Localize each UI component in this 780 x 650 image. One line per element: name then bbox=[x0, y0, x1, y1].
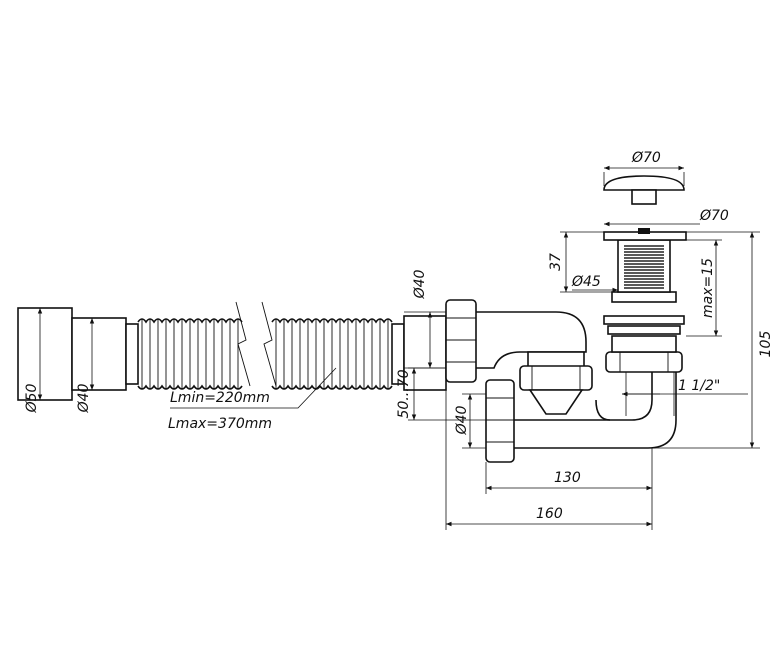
hose-end-cap bbox=[17, 307, 73, 401]
drain-nut bbox=[605, 351, 683, 373]
drain-housing bbox=[617, 239, 671, 293]
label-outlet-height-range: 50...70 bbox=[396, 369, 412, 418]
drain-ring bbox=[611, 291, 677, 303]
flange-ring-1 bbox=[603, 315, 685, 325]
trap-cone bbox=[528, 389, 584, 415]
label-top-cap-diameter: Ø70 bbox=[631, 150, 661, 166]
label-max-adjust: max=15 bbox=[700, 258, 716, 318]
drain-body bbox=[611, 335, 677, 353]
label-width-130: 130 bbox=[554, 470, 581, 486]
hose-nut bbox=[445, 299, 477, 383]
label-length-max: Lmax=370mm bbox=[168, 416, 272, 432]
dimension-labels: Ø70 Ø70 Ø45 1 1/2" 130 160 Lmin=220mm Lm… bbox=[24, 150, 774, 522]
label-body-diameter: Ø45 bbox=[571, 274, 601, 290]
label-flange-diameter: Ø70 bbox=[699, 208, 729, 224]
label-hose-end-outer: Ø50 bbox=[24, 383, 40, 413]
siphon-body bbox=[445, 175, 687, 463]
label-width-160: 160 bbox=[536, 506, 563, 522]
label-hose-end-inner: Ø40 bbox=[76, 383, 92, 413]
dimensions bbox=[37, 165, 760, 530]
outlet-nut bbox=[485, 379, 515, 463]
drain-stem bbox=[638, 228, 650, 234]
hose-collar bbox=[125, 323, 139, 385]
flexible-hose bbox=[17, 301, 447, 401]
break-line-right bbox=[261, 301, 277, 387]
trap-nut bbox=[519, 365, 593, 391]
label-total-height: 105 bbox=[758, 331, 774, 358]
label-length-min: Lmin=220mm bbox=[170, 390, 270, 406]
break-line-left bbox=[235, 301, 251, 387]
drain-cap bbox=[603, 175, 685, 191]
cap-stem bbox=[631, 189, 657, 205]
corrugated-section-left bbox=[137, 318, 243, 390]
label-body-height: 37 bbox=[548, 253, 564, 271]
corrugated-section-right bbox=[271, 318, 393, 390]
label-outlet-diameter: Ø40 bbox=[454, 405, 470, 435]
flange-ring-2 bbox=[607, 325, 681, 335]
label-thread: 1 1/2" bbox=[678, 378, 720, 394]
drain-grill bbox=[624, 245, 664, 289]
hose-neck bbox=[71, 317, 127, 391]
label-hose-outlet-diameter: Ø40 bbox=[412, 269, 428, 299]
